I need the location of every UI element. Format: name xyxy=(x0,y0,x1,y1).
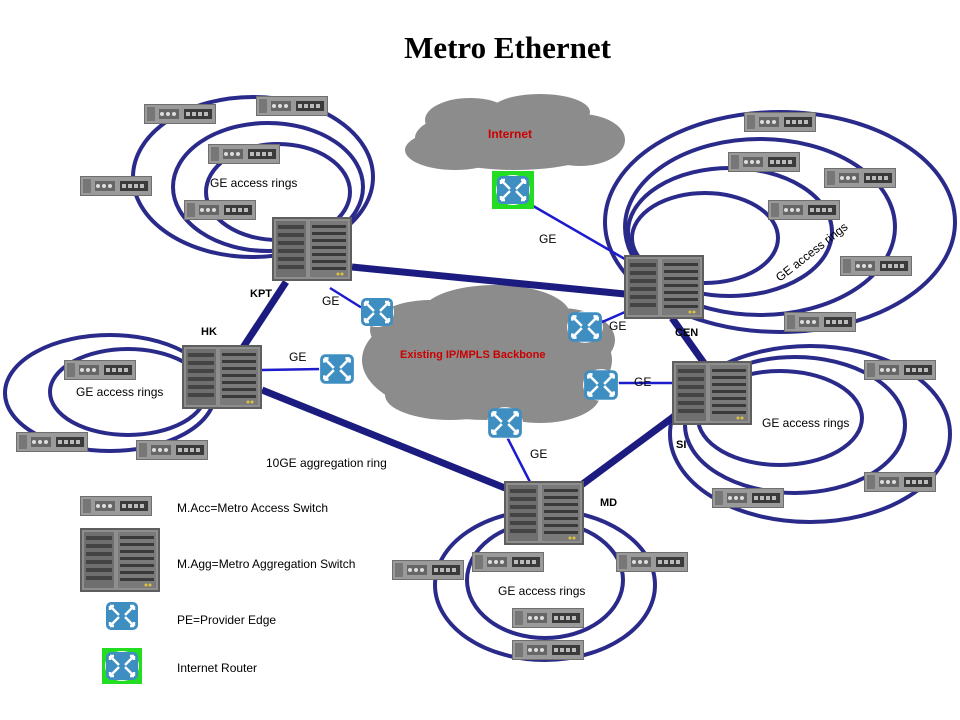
access-switch xyxy=(768,200,840,220)
ge-link-cen-pe xyxy=(599,310,626,325)
aggregation-switch-md xyxy=(504,481,584,545)
link-hk-md xyxy=(260,386,507,492)
aggregation-ring-links xyxy=(237,263,707,492)
legend-access-switch-label: M.Acc=Metro Access Switch xyxy=(177,501,329,515)
ge-link-md-pe xyxy=(505,436,532,483)
access-switch xyxy=(208,144,280,164)
ge-link-hk-pe xyxy=(261,367,323,372)
access-switch xyxy=(840,256,912,276)
legend-internet-router-icon xyxy=(102,648,142,684)
pe-router-kpt xyxy=(358,296,396,328)
provider-edge-routers xyxy=(318,171,620,440)
aggregation-switch-cen xyxy=(624,255,704,319)
legend-access-switch-icon xyxy=(80,496,152,516)
site-label-hk: HK xyxy=(201,326,217,338)
pe-router-si xyxy=(582,368,620,402)
access-switch xyxy=(184,200,256,220)
ge-label-cen: GE xyxy=(609,319,627,333)
site-label-cen: CEN xyxy=(675,327,699,339)
link-kpt-cen xyxy=(351,263,626,298)
ring-label-md: GE access rings xyxy=(498,584,586,598)
aggregation-ring-label: 10GE aggregation ring xyxy=(266,456,387,470)
legend-pe-icon xyxy=(104,600,140,632)
pe-router-hk xyxy=(318,352,356,386)
access-switch xyxy=(728,152,800,172)
access-switch xyxy=(64,360,136,380)
cen-ring-innermost xyxy=(630,191,780,285)
internet-cloud-label: Internet xyxy=(488,127,533,141)
legend-internet-router-label: Internet Router xyxy=(177,661,258,675)
access-switch xyxy=(824,168,896,188)
internet-cloud xyxy=(405,94,625,170)
access-switch xyxy=(80,176,152,196)
cen-ring-middle xyxy=(623,137,897,317)
access-switch xyxy=(512,608,584,628)
site-label-md: MD xyxy=(600,497,618,509)
site-label-si: SI xyxy=(676,439,687,451)
link-md-si xyxy=(577,412,679,489)
ring-label-kpt: GE access rings xyxy=(210,176,298,190)
kpt-ring-middle xyxy=(171,121,365,253)
link-cen-si xyxy=(669,315,707,366)
aggregation-switch-hk xyxy=(182,345,262,409)
ge-links xyxy=(261,201,674,483)
link-kpt-hk xyxy=(237,280,289,354)
access-switch xyxy=(784,312,856,332)
access-switch xyxy=(144,104,216,124)
si-ring-outer xyxy=(668,344,952,524)
ge-label-internet: GE xyxy=(539,232,557,246)
ring-label-hk: GE access rings xyxy=(76,385,164,399)
access-switch xyxy=(136,440,208,460)
legend-icons xyxy=(80,496,160,684)
legend-pe-label: PE=Provider Edge xyxy=(177,613,277,627)
backbone-cloud xyxy=(362,285,615,423)
ge-label-si: GE xyxy=(634,375,652,389)
access-switch xyxy=(472,552,544,572)
site-label-kpt: KPT xyxy=(250,288,272,300)
backbone-cloud-label: Existing IP/MPLS Backbone xyxy=(400,349,546,361)
pe-router-md xyxy=(486,406,524,440)
page-title: Metro Ethernet xyxy=(404,30,611,65)
si-ring-middle xyxy=(683,355,907,495)
ge-label-kpt: GE xyxy=(322,294,340,308)
ge-link-router-cen xyxy=(527,201,631,264)
clouds xyxy=(362,94,625,423)
aggregation-switch-kpt xyxy=(272,217,352,281)
access-switch xyxy=(256,96,328,116)
access-switch xyxy=(712,488,784,508)
ge-label-hk: GE xyxy=(289,350,307,364)
aggregation-switch-si xyxy=(672,361,752,425)
pe-router-cen xyxy=(566,310,604,344)
access-switch xyxy=(512,640,584,660)
access-switch xyxy=(744,112,816,132)
access-switch xyxy=(864,472,936,492)
legend-aggregation-switch-label: M.Agg=Metro Aggregation Switch xyxy=(177,557,356,571)
access-switch xyxy=(16,432,88,452)
internet-router xyxy=(492,171,534,209)
access-switch xyxy=(864,360,936,380)
ring-label-si: GE access rings xyxy=(762,416,850,430)
legend-aggregation-switch-icon xyxy=(80,528,160,592)
ge-link-kpt-pe xyxy=(329,286,363,310)
ge-label-md: GE xyxy=(530,447,548,461)
access-switch xyxy=(616,552,688,572)
access-switch xyxy=(392,560,464,580)
